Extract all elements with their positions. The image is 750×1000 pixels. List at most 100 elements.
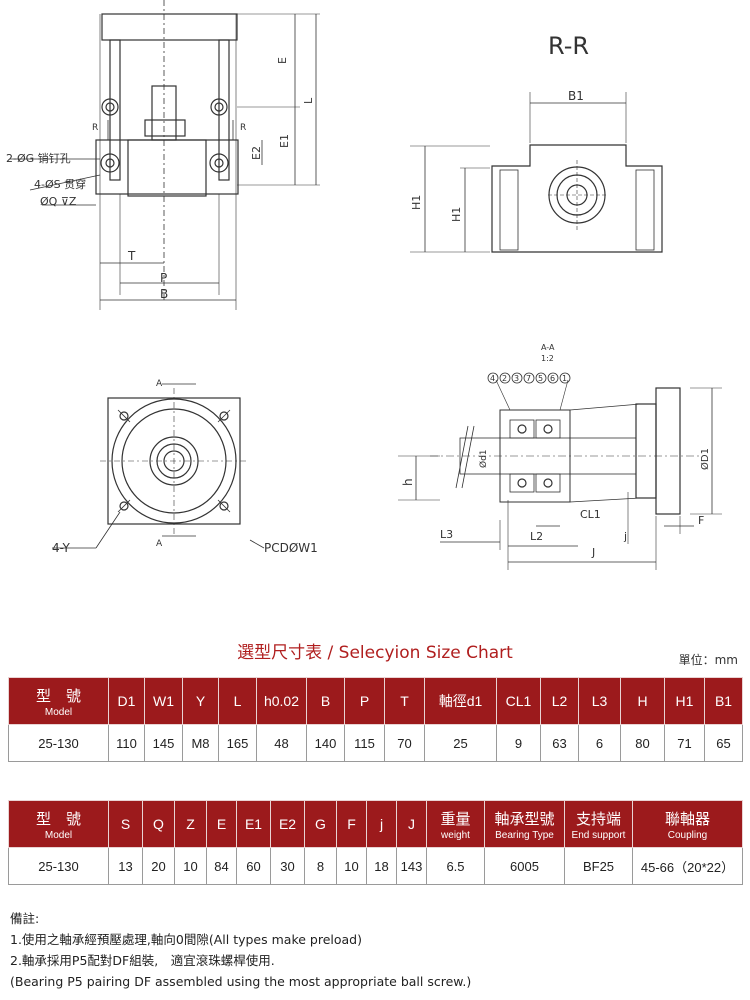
- header-P: P: [344, 677, 385, 725]
- dim-h-label: h: [401, 478, 415, 486]
- dim-CL1-label: CL1: [580, 508, 601, 521]
- dim-H1-outer-label: H1: [410, 195, 423, 210]
- section-mark-A-bottom: A: [156, 539, 163, 549]
- header-weight-cn: 重量: [440, 810, 471, 828]
- dim-j-label: j: [623, 530, 627, 543]
- header-h: h0.02: [256, 677, 307, 725]
- through-hole-label: 4-ØS 贯穿: [34, 177, 86, 191]
- screw-label: 4-Y: [52, 541, 71, 555]
- part-number-7: 1: [562, 374, 567, 383]
- table-2-header-row: 型 號 Model S Q Z E E1 E2 G F j J 重量 weigh…: [8, 800, 743, 848]
- part-number-5: 5: [538, 374, 543, 383]
- header-bearing-type-cn: 軸承型號: [494, 810, 555, 828]
- cell-Q: 20: [142, 847, 175, 885]
- part-number-6: 6: [550, 374, 555, 383]
- dim-L-label: L: [302, 97, 315, 104]
- notes-heading: 備註:: [10, 911, 40, 926]
- table-1-header-row: 型 號 Model D1 W1 Y L h0.02 B P T 軸徑d1 CL1…: [8, 677, 743, 725]
- cell-F: 10: [336, 847, 367, 885]
- cell-P: 115: [344, 724, 385, 762]
- header-L3: L3: [578, 677, 621, 725]
- table-row: 25-130 110 145 M8 165 48 140 115 70 25 9…: [8, 724, 743, 762]
- cell-model: 25-130: [8, 847, 109, 885]
- header-Q: Q: [142, 800, 175, 848]
- header-L: L: [218, 677, 257, 725]
- top-view-drawing: [10, 0, 320, 310]
- header-model-en: Model: [44, 829, 73, 841]
- header-CL1: CL1: [496, 677, 541, 725]
- cell-CL1: 9: [496, 724, 541, 762]
- cell-weight: 6.5: [426, 847, 485, 885]
- header-model: 型 號 Model: [8, 800, 109, 848]
- table-row: 25-130 13 20 10 84 60 30 8 10 18 143 6.5…: [8, 847, 743, 885]
- header-F: F: [336, 800, 367, 848]
- section-RR-title: R-R: [548, 32, 589, 60]
- header-model-en: Model: [44, 706, 73, 718]
- cell-Z: 10: [174, 847, 207, 885]
- cell-D1: 110: [108, 724, 145, 762]
- cell-B: 140: [306, 724, 345, 762]
- cell-d1: 25: [424, 724, 497, 762]
- header-j: j: [366, 800, 397, 848]
- dim-B1-label: B1: [568, 89, 584, 103]
- pcd-label: PCDØW1: [264, 541, 318, 555]
- size-table-1: 型 號 Model D1 W1 Y L h0.02 B P T 軸徑d1 CL1…: [8, 677, 743, 762]
- cell-E1: 60: [236, 847, 271, 885]
- dim-E2-label: E2: [250, 146, 263, 160]
- header-Y: Y: [182, 677, 219, 725]
- dim-E1-label: E1: [278, 134, 291, 148]
- cell-coupling: 45-66（20*22）: [632, 847, 743, 885]
- header-B1: B1: [704, 677, 743, 725]
- front-view-drawing: [52, 383, 265, 549]
- dim-F-label: F: [698, 514, 704, 527]
- note-line-3: (Bearing P5 pairing DF assembled using t…: [10, 974, 472, 989]
- part-number-2: 2: [502, 374, 507, 383]
- header-S: S: [108, 800, 143, 848]
- dim-E-label: E: [276, 57, 289, 64]
- header-d1: 軸徑d1: [424, 677, 497, 725]
- technical-drawings: 2-ØG 销钉孔 4-ØS 贯穿 ØQ ⊽Z T P B E L E1 E2 R…: [6, 0, 722, 570]
- cell-H: 80: [620, 724, 665, 762]
- header-bearing-type-en: Bearing Type: [495, 829, 554, 841]
- cell-B1: 65: [704, 724, 743, 762]
- header-model-cn: 型 號: [35, 687, 81, 705]
- part-number-3: 3: [514, 374, 519, 383]
- note-line-2: 2.軸承採用P5配對DF組裝, 適宜滾珠螺桿使用.: [10, 953, 275, 968]
- pin-hole-label: 2-ØG 销钉孔: [6, 151, 71, 165]
- cell-bearing-type: 6005: [484, 847, 565, 885]
- cell-Y: M8: [182, 724, 219, 762]
- dim-T-label: T: [127, 249, 136, 263]
- cell-h: 48: [256, 724, 307, 762]
- header-D1: D1: [108, 677, 145, 725]
- dim-P-label: P: [160, 271, 167, 285]
- note-line-1: 1.使用之軸承經預壓處理,軸向0間隙(All types make preloa…: [10, 932, 362, 947]
- dim-B-label: B: [160, 287, 168, 301]
- cell-E2: 30: [270, 847, 305, 885]
- header-weight-en: weight: [441, 829, 470, 841]
- header-G: G: [304, 800, 337, 848]
- header-E2: E2: [270, 800, 305, 848]
- dim-L2-label: L2: [530, 530, 543, 543]
- cell-H1: 71: [664, 724, 705, 762]
- header-coupling-en: Coupling: [667, 829, 708, 841]
- cell-model: 25-130: [8, 724, 109, 762]
- cell-E: 84: [206, 847, 237, 885]
- dim-D1-label: ØD1: [699, 448, 711, 470]
- section-AA-scale: 1:2: [541, 354, 554, 363]
- dim-J-label: J: [591, 546, 595, 559]
- header-H1: H1: [664, 677, 705, 725]
- cell-J: 143: [396, 847, 427, 885]
- header-coupling: 聯軸器 Coupling: [632, 800, 743, 848]
- section-AA-title: A-A: [541, 343, 555, 352]
- header-weight: 重量 weight: [426, 800, 485, 848]
- header-H: H: [620, 677, 665, 725]
- header-T: T: [384, 677, 425, 725]
- counterbore-label: ØQ ⊽Z: [40, 195, 77, 208]
- header-end-support-cn: 支持端: [575, 810, 621, 828]
- header-L2: L2: [540, 677, 579, 725]
- cell-G: 8: [304, 847, 337, 885]
- header-E: E: [206, 800, 237, 848]
- part-number-1: 4: [490, 374, 495, 383]
- header-end-support: 支持端 End support: [564, 800, 633, 848]
- header-Z: Z: [174, 800, 207, 848]
